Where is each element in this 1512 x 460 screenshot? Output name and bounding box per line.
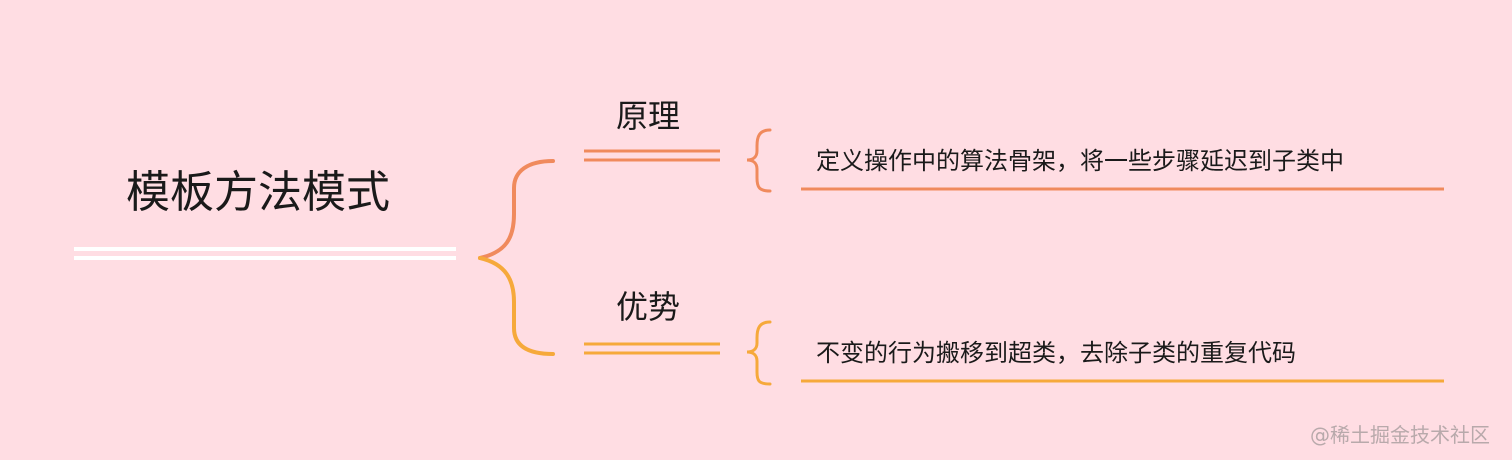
- root-node-label: 模板方法模式: [126, 167, 390, 218]
- branch-connector-1: [478, 159, 555, 260]
- branch-2-underline: [584, 342, 720, 355]
- branch-label-principle: 原理: [616, 97, 681, 135]
- leaf-text-advantage: 不变的行为搬移到超类，去除子类的重复代码: [816, 339, 1296, 367]
- leaf-1-brace: [746, 128, 772, 193]
- branch-1-underline: [584, 149, 720, 162]
- leaf-text-principle: 定义操作中的算法骨架，将一些步骤延迟到子类中: [816, 147, 1344, 175]
- branch-label-advantage: 优势: [616, 288, 681, 326]
- leaf-2-brace: [746, 320, 772, 386]
- watermark: @稀土掘金技术社区: [1310, 423, 1490, 447]
- root-underline: [74, 247, 456, 260]
- branch-connector-2: [478, 256, 555, 356]
